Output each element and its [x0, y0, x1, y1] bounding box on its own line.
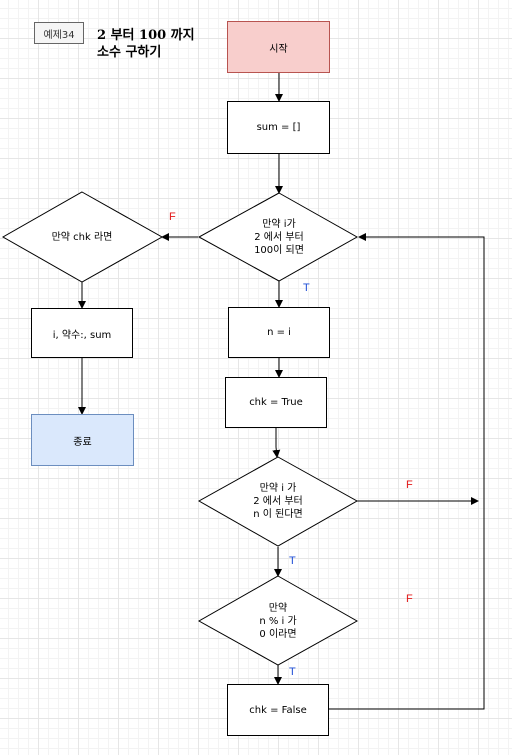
chk-true-node[interactable]: chk = True	[225, 377, 327, 428]
diamond-loop-i	[197, 192, 359, 282]
check-chk-text[interactable]: 만약 chk 라면	[51, 232, 113, 243]
start-node[interactable]: 시작	[227, 21, 330, 73]
end-node[interactable]: 종료	[31, 414, 134, 466]
diamond-loop-n	[197, 456, 359, 547]
loop-n-text[interactable]: 만약 i 가 2 에서 부터 n 이 된다면	[253, 483, 303, 520]
edge-chktrue-loopn	[272, 428, 281, 458]
diamond-check-chk	[1, 191, 164, 283]
edge-chkfalse-loop	[329, 233, 485, 710]
sum-init-node[interactable]: sum = []	[227, 101, 330, 154]
edge-label-f1: F	[169, 211, 176, 223]
diamond-mod-check	[197, 575, 359, 666]
mod-check-text[interactable]: 만약 n % i 가 0 이라면	[259, 603, 297, 640]
loop-i-text[interactable]: 만약 i가 2 에서 부터 100이 되면	[254, 219, 304, 256]
print-node[interactable]: i, 약수:, sum	[31, 308, 133, 358]
edge-label-t1: T	[303, 282, 310, 294]
edge-label-t3: T	[289, 666, 296, 678]
example-tag: 예제34	[34, 22, 84, 44]
n-assign-node[interactable]: n = i	[228, 307, 330, 358]
edge-label-f3: F	[406, 593, 413, 605]
edge-label-f2: F	[406, 479, 413, 491]
diagram-title: 2 부터 100 까지 소수 구하기	[97, 28, 195, 60]
edge-label-t2: T	[289, 555, 296, 567]
chk-false-node[interactable]: chk = False	[227, 684, 329, 736]
